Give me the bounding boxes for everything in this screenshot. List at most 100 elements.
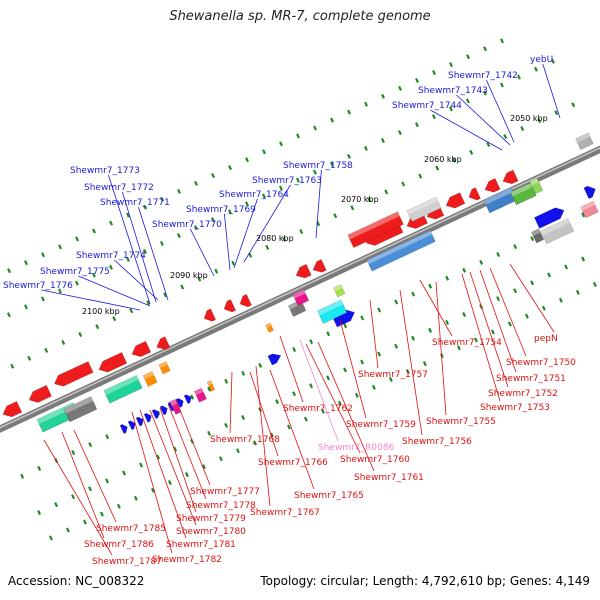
forward-gene-arrow[interactable] (135, 415, 145, 427)
forward-gene-arrow[interactable] (143, 412, 153, 423)
reverse-gene-label[interactable]: Shewmr7_1753 (480, 403, 550, 413)
reverse-gene-box[interactable] (103, 375, 143, 404)
reverse-gene-box[interactable] (265, 322, 274, 333)
forward-gene-arrow[interactable] (119, 423, 129, 434)
forward-gene-label[interactable]: Shewmr7_1774 (76, 251, 146, 261)
reverse-gene-label[interactable]: Shewmr7_1779 (176, 514, 246, 524)
forward-gene-label[interactable]: Shewmr7_1773 (70, 166, 140, 176)
forward-gene-label[interactable]: Shewmr7_1758 (283, 161, 353, 171)
reverse-gene-arrow[interactable] (202, 308, 217, 324)
reverse-gene-label[interactable]: Shewmr7_1778 (186, 501, 256, 511)
forward-gene-box[interactable] (580, 200, 599, 219)
reverse-gene-arrow[interactable] (154, 336, 171, 353)
reverse-gene-box[interactable] (529, 177, 544, 195)
forward-gene-arrow[interactable] (151, 408, 161, 420)
reverse-gene-label[interactable]: Shewmr7_1762 (283, 404, 353, 414)
reverse-gene-arrow[interactable] (27, 384, 52, 405)
reverse-gene-label[interactable]: Shewmr7_1768 (210, 435, 280, 445)
reverse-gene-label[interactable]: Shewmr7_1755 (426, 417, 496, 427)
ruler-tick (228, 165, 232, 171)
forward-gene-label[interactable]: Shewmr7_1744 (392, 101, 462, 111)
reverse-gene-box[interactable] (510, 182, 537, 206)
forward-gene-label[interactable]: Shewmr7_1775 (40, 267, 110, 277)
reverse-gene-label[interactable]: Shewmr7_1751 (496, 374, 566, 384)
forward-gene-label[interactable]: Shewmr7_1776 (3, 281, 73, 291)
reverse-gene-arrow[interactable] (482, 178, 501, 195)
reverse-gene-label[interactable]: pepN (534, 334, 558, 344)
forward-gene-box[interactable] (169, 398, 182, 415)
ruler-tick (371, 384, 376, 390)
reverse-gene-box[interactable] (292, 289, 310, 306)
forward-gene-arrow[interactable] (583, 184, 598, 200)
reverse-gene-arrow[interactable] (444, 192, 466, 211)
reverse-gene-box[interactable] (347, 211, 404, 248)
reverse-gene-label[interactable]: Shewmr7_1780 (176, 527, 246, 537)
reverse-gene-arrow[interactable] (96, 352, 128, 375)
reverse-gene-label[interactable]: Shewmr7_1752 (488, 389, 558, 399)
ruler-tick (224, 378, 229, 384)
forward-gene-label[interactable]: Shewmr7_1742 (448, 71, 518, 81)
forward-gene-label[interactable]: Shewmr7_1763 (252, 176, 322, 186)
forward-gene-box[interactable] (531, 228, 545, 244)
reverse-gene-label[interactable]: Shewmr7_1787 (92, 557, 162, 567)
reverse-gene-arrow[interactable] (0, 401, 23, 419)
forward-gene-box[interactable] (193, 387, 207, 403)
reverse-gene-label[interactable]: Shewmr7_1765 (294, 491, 364, 501)
forward-gene-box[interactable] (206, 380, 216, 392)
reverse-gene-arrow[interactable] (237, 293, 252, 309)
reverse-gene-label[interactable]: Shewmr7_1767 (250, 508, 320, 518)
reverse-gene-box[interactable] (575, 132, 594, 150)
forward-gene-box[interactable] (317, 299, 348, 324)
reverse-gene-label[interactable]: Shewmr7_R0086 (318, 443, 394, 453)
forward-gene-arrow[interactable] (534, 205, 566, 229)
reverse-gene-label[interactable]: Shewmr7_1786 (84, 540, 154, 550)
reverse-gene-box[interactable] (366, 230, 436, 272)
reverse-gene-box[interactable] (63, 396, 98, 423)
forward-gene-label[interactable]: Shewmr7_1772 (84, 183, 154, 193)
reverse-gene-label[interactable]: Shewmr7_1756 (402, 437, 472, 447)
forward-gene-arrow[interactable] (159, 404, 169, 416)
ruler-tick (435, 165, 440, 171)
ruler-tick (337, 400, 342, 406)
ruler-tick (411, 335, 416, 341)
reverse-gene-label[interactable]: Shewmr7_1754 (432, 338, 502, 348)
forward-gene-label[interactable]: Shewmr7_1769 (186, 205, 256, 215)
reverse-gene-box[interactable] (406, 196, 442, 222)
forward-gene-arrow[interactable] (127, 419, 137, 431)
reverse-gene-arrow[interactable] (52, 361, 94, 389)
ruler-tick (95, 324, 100, 330)
reverse-gene-box[interactable] (142, 371, 158, 387)
forward-leader-line (108, 174, 151, 305)
reverse-gene-arrow[interactable] (129, 340, 152, 359)
reverse-gene-label[interactable]: Shewmr7_1760 (340, 455, 410, 465)
forward-gene-label[interactable]: Shewmr7_1771 (100, 198, 170, 208)
forward-gene-label[interactable]: yebU (530, 55, 553, 65)
reverse-gene-arrow[interactable] (310, 259, 327, 275)
forward-gene-arrow[interactable] (175, 397, 185, 408)
reverse-gene-label[interactable]: Shewmr7_1759 (346, 420, 416, 430)
reverse-gene-label[interactable]: Shewmr7_1761 (354, 473, 424, 483)
forward-gene-label[interactable]: Shewmr7_1770 (152, 220, 222, 230)
reverse-gene-arrow[interactable] (500, 169, 519, 187)
ruler-tick (516, 74, 521, 80)
forward-gene-label[interactable]: Shewmr7_1743 (418, 86, 488, 96)
reverse-gene-arrow[interactable] (466, 187, 481, 203)
forward-gene-arrow[interactable] (267, 351, 283, 366)
reverse-gene-label[interactable]: Shewmr7_1777 (190, 487, 260, 497)
reverse-gene-label[interactable]: Shewmr7_1757 (358, 370, 428, 380)
ruler-tick (176, 233, 181, 239)
reverse-gene-arrow[interactable] (294, 263, 312, 281)
forward-gene-box[interactable] (540, 218, 575, 245)
ruler-tick (462, 267, 467, 273)
forward-gene-label[interactable]: Shewmr7_1764 (219, 190, 289, 200)
ruler-tick (275, 399, 280, 405)
reverse-gene-label[interactable]: Shewmr7_1785 (96, 524, 166, 534)
reverse-gene-label[interactable]: Shewmr7_1750 (506, 358, 576, 368)
reverse-gene-label[interactable]: Shewmr7_1781 (166, 540, 236, 550)
reverse-gene-label[interactable]: Shewmr7_1782 (152, 555, 222, 565)
forward-gene-arrow[interactable] (183, 393, 193, 405)
reverse-gene-label[interactable]: Shewmr7_1766 (258, 458, 328, 468)
reverse-gene-box[interactable] (158, 361, 171, 375)
reverse-gene-arrow[interactable] (222, 299, 237, 314)
reverse-gene-box[interactable] (333, 284, 346, 298)
